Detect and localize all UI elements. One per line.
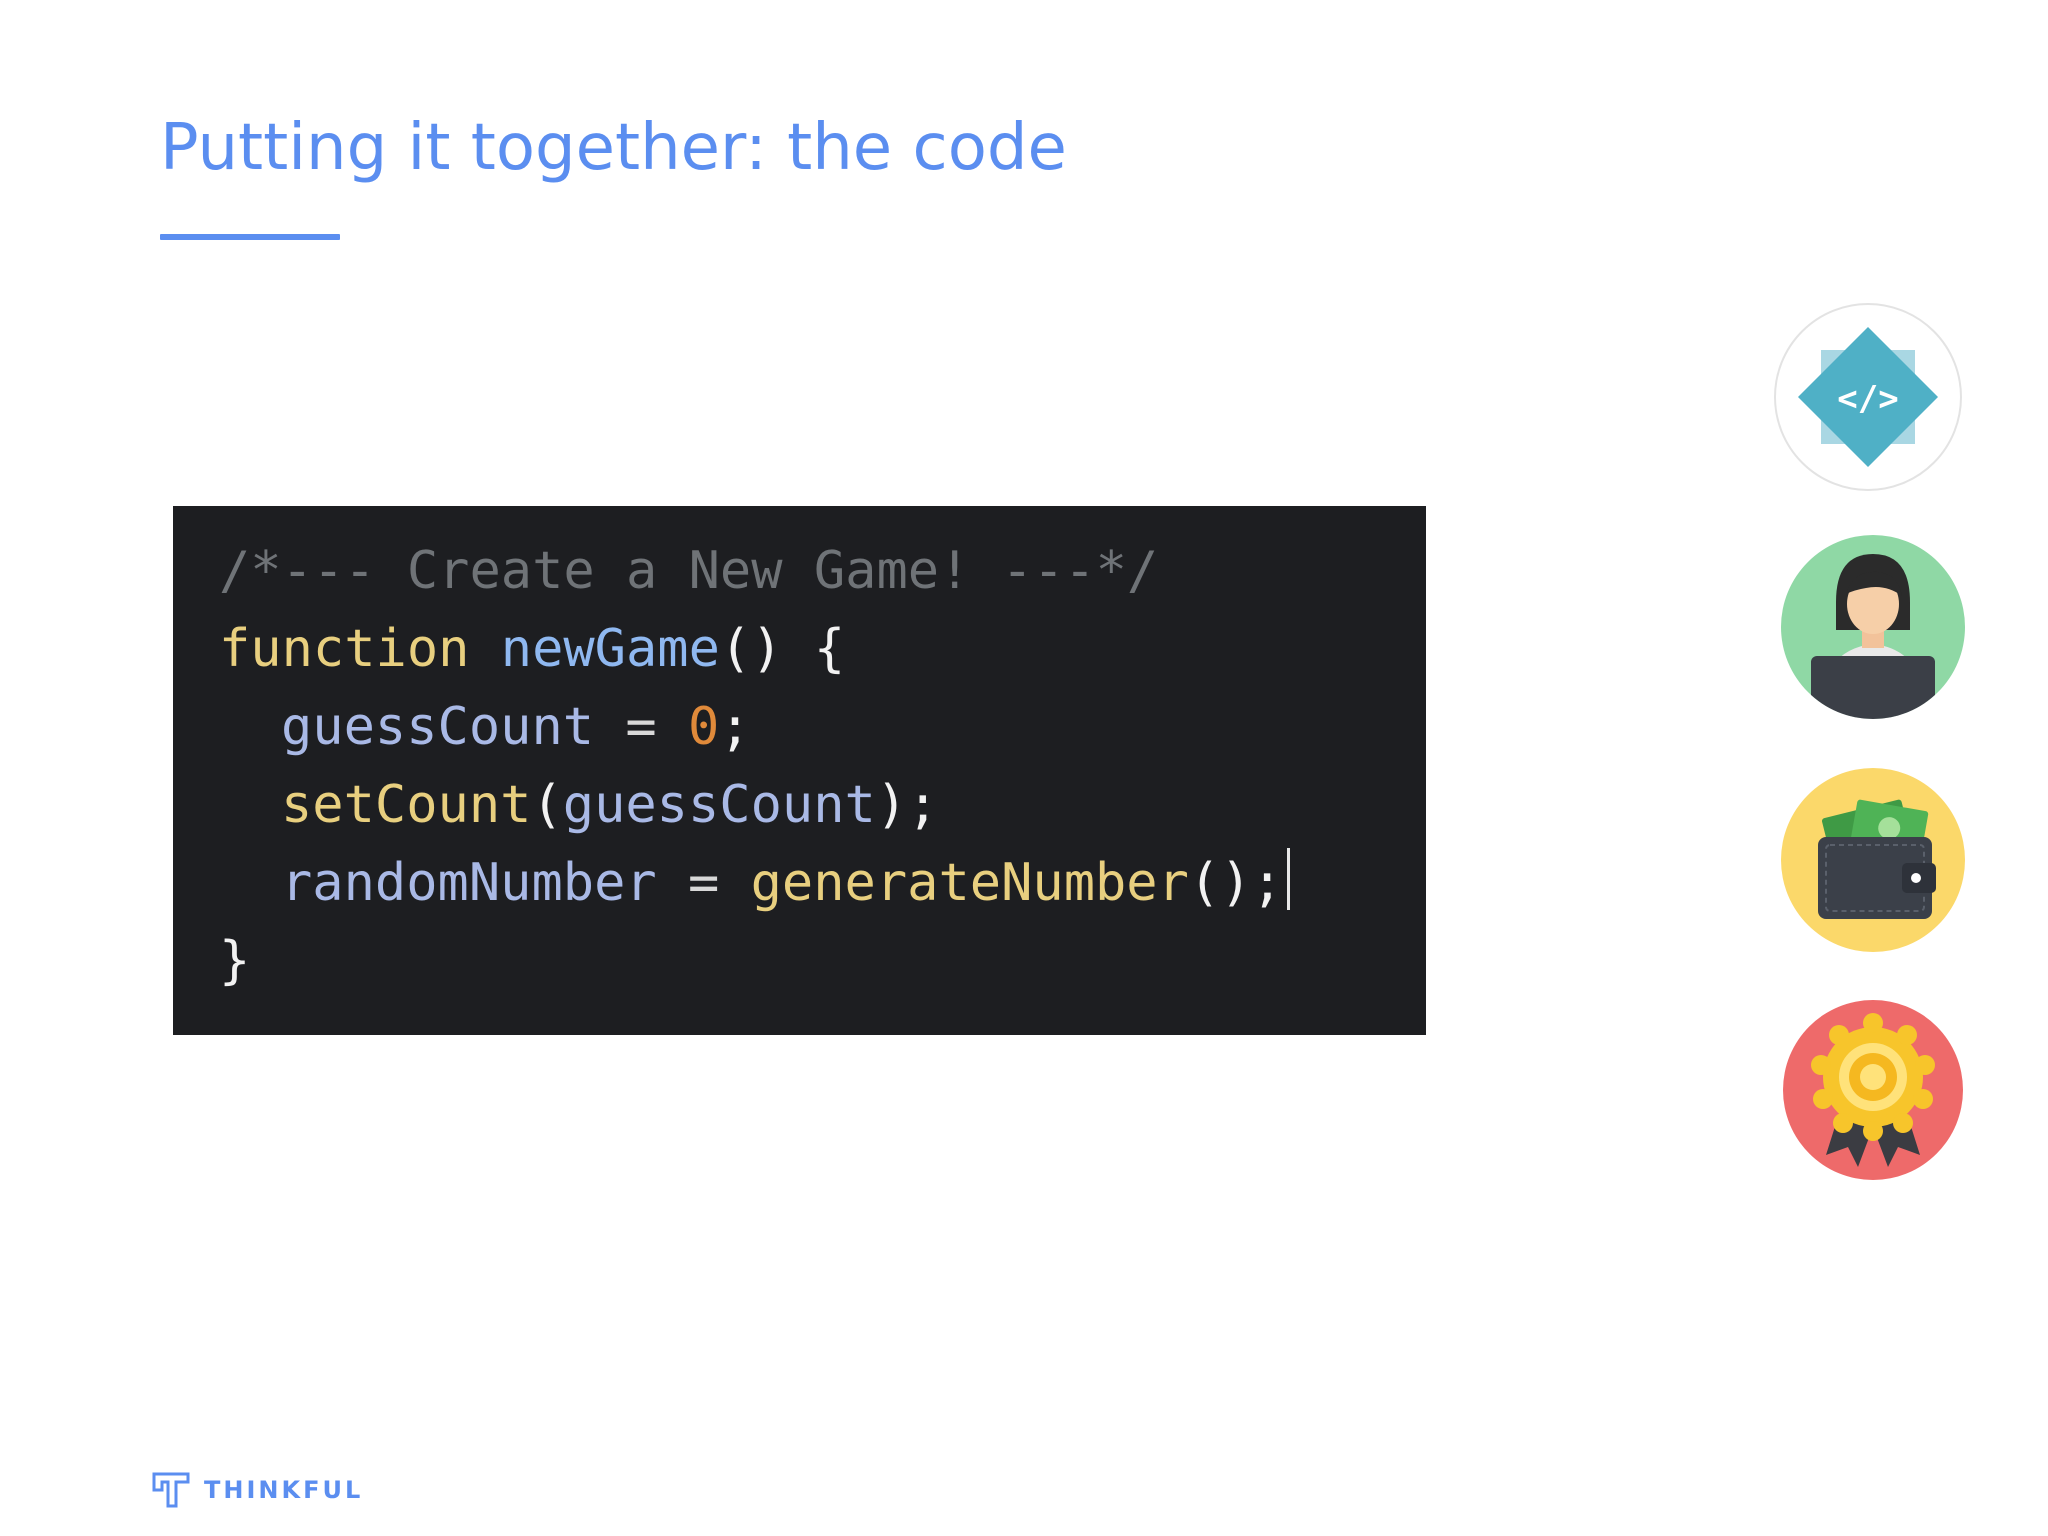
slide-title: Putting it together: the code [160,111,1067,185]
code-call: generateNumber [750,853,1189,913]
code-parens: () [719,619,783,679]
code-function-name: newGame [500,619,720,679]
brand-name: THINKFUL [204,1476,364,1504]
code-comment: /*--- Create a New Game! ---*/ [219,541,1159,601]
thinkful-logo: THINKFUL [152,1470,363,1510]
money-wallet-icon [1778,765,1968,955]
code-operator: = [625,697,657,757]
code-screenshot: /*--- Create a New Game! ---*/ function … [173,506,1426,1035]
award-badge-icon [1778,995,1968,1185]
code-variable: guessCount [281,697,595,757]
code-line-6: } [219,922,1426,1000]
code-keyword: function [219,619,470,679]
code-line-5: randomNumber = generateNumber(); [219,844,1426,922]
code-number: 0 [688,697,720,757]
code-line-3: guessCount = 0; [219,688,1426,766]
code-call: setCount [281,775,532,835]
text-cursor [1286,848,1290,910]
code-open-paren: ( [531,775,563,835]
thinkful-logo-mark-icon [152,1472,190,1508]
code-line-4: setCount(guessCount); [219,766,1426,844]
code-argument: guessCount [562,775,876,835]
code-call-end: (); [1188,853,1283,913]
code-operator: = [688,853,720,913]
code-close-brace: } [219,931,251,991]
code-line-1: /*--- Create a New Game! ---*/ [219,532,1426,610]
code-close-paren: ); [875,775,939,835]
code-line-2: function newGame() { [219,610,1426,688]
title-underline [160,234,340,240]
code-diamond-icon: </> [1773,302,1963,492]
developer-person-icon [1778,532,1968,722]
code-open-brace: { [813,619,846,679]
code-variable: randomNumber [281,853,657,913]
svg-text:</>: </> [1837,379,1898,419]
code-semicolon: ; [719,697,751,757]
